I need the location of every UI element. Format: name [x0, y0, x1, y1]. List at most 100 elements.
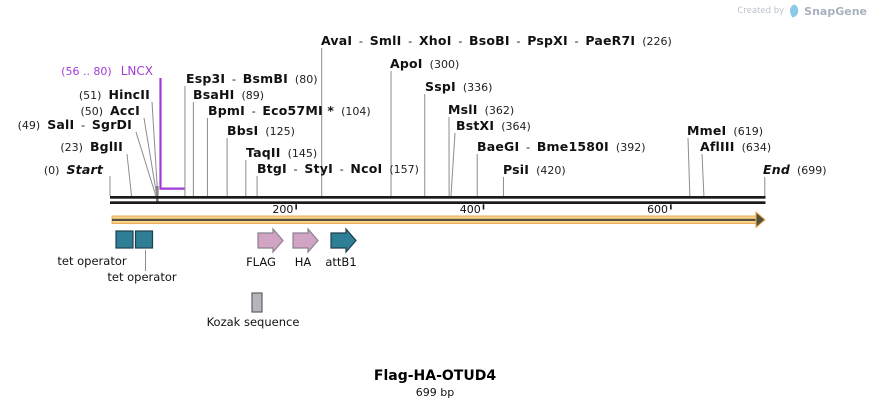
- feature-label-ha[interactable]: HA: [294, 255, 312, 269]
- site-name-separator: -: [454, 34, 467, 48]
- site-label-bglii[interactable]: (23) BglII: [60, 139, 123, 155]
- site-name: SmlI: [369, 33, 402, 48]
- lncx-region-label[interactable]: (56 .. 80)LNCX: [61, 63, 153, 79]
- site-leader-bglii: [126, 153, 133, 197]
- site-label-hincii[interactable]: (51) HincII: [79, 87, 150, 103]
- site-position: (125): [265, 125, 295, 138]
- site-position: (226): [642, 35, 672, 48]
- site-label-esp3i[interactable]: Esp3I - BsmBI(80): [186, 71, 318, 87]
- site-label-bbsi[interactable]: BbsI (125): [227, 123, 295, 139]
- orf-arrow-core: [112, 218, 758, 221]
- site-name-separator: -: [512, 34, 525, 48]
- feature-label-tetoperator[interactable]: tet operator: [107, 270, 177, 284]
- site-label-start[interactable]: (0)Start: [44, 162, 103, 178]
- feature-label-flag[interactable]: FLAG: [246, 255, 276, 269]
- site-position: (634): [741, 141, 772, 154]
- sequence-bar-bottom-line: [110, 201, 766, 204]
- feature-ha-arrow[interactable]: [292, 227, 319, 254]
- site-position: (145): [287, 147, 318, 160]
- site-name: BsmBI: [242, 71, 288, 86]
- site-name-separator: -: [77, 118, 89, 132]
- site-name: PsiI: [503, 162, 530, 177]
- site-position: (420): [536, 164, 566, 177]
- feature-label-kozaksequence[interactable]: Kozak sequence: [206, 315, 300, 329]
- site-position: (392): [615, 141, 646, 154]
- lncx-region-line: [159, 78, 185, 190]
- site-label-end[interactable]: End(699): [763, 162, 827, 178]
- site-name: BbsI: [227, 123, 259, 138]
- site-label-psii[interactable]: PsiI (420): [503, 162, 566, 178]
- site-position: (336): [462, 81, 493, 94]
- site-name: BtgI: [257, 161, 287, 176]
- site-name: BsoBI: [469, 33, 510, 48]
- feature-label-attb1[interactable]: attB1: [325, 255, 357, 269]
- site-name: SgrDI: [91, 117, 132, 132]
- site-name-separator: -: [247, 104, 260, 118]
- site-name: BaeGI: [477, 139, 520, 154]
- map-length-label: 699 bp: [415, 386, 455, 399]
- watermark-created-by-text: Created by: [737, 6, 785, 16]
- lncx-range: (56 .. 80): [61, 65, 112, 78]
- site-name: AvaI: [321, 33, 353, 48]
- site-name-separator: -: [570, 34, 583, 48]
- site-label-bstxi[interactable]: BstXI(364): [456, 118, 531, 134]
- site-position: (362): [484, 104, 515, 117]
- site-label-taqii[interactable]: TaqII (145): [246, 145, 317, 161]
- site-label-avai[interactable]: AvaI - SmlI - XhoI - BsoBI - PspXI - Pae…: [321, 33, 672, 49]
- site-label-baegi[interactable]: BaeGI - Bme1580I(392): [477, 139, 646, 155]
- site-label-apoi[interactable]: ApoI(300): [390, 56, 459, 72]
- site-position: (0): [43, 164, 60, 177]
- site-position: (80): [294, 73, 318, 86]
- site-label-sspi[interactable]: SspI(336): [425, 79, 492, 95]
- site-leader-sali: [135, 131, 157, 197]
- site-name-separator: -: [355, 34, 367, 48]
- site-name: BglII: [89, 139, 123, 154]
- site-leader-acci: [143, 117, 158, 197]
- orf-arrow-head: [755, 210, 766, 229]
- site-name-separator: -: [335, 162, 348, 176]
- site-name: SalI: [47, 117, 75, 132]
- tick-mark-400: [482, 204, 485, 210]
- site-position: (49): [17, 119, 41, 132]
- site-name: BsaHI: [193, 87, 235, 102]
- site-leader-bstxi: [450, 132, 456, 197]
- site-position: (157): [389, 163, 419, 176]
- site-position: (50): [80, 105, 104, 118]
- site-label-bsahi[interactable]: BsaHI(89): [193, 87, 264, 103]
- site-name: TaqII: [246, 145, 281, 160]
- site-leader-afliii: [701, 153, 705, 197]
- site-label-acci[interactable]: (50)AccI: [80, 103, 140, 119]
- site-name: XhoI: [418, 33, 452, 48]
- site-label-msli[interactable]: MslI(362): [448, 102, 514, 118]
- site-name-separator: -: [404, 34, 416, 48]
- site-name: Bme1580I: [536, 139, 609, 154]
- tick-label-600: 600: [647, 203, 669, 216]
- site-name-separator: -: [289, 162, 302, 176]
- site-name: StyI: [304, 161, 333, 176]
- tick-mark-600: [670, 204, 672, 210]
- site-label-afliii[interactable]: AflIII(634): [700, 139, 771, 155]
- site-position: (104): [341, 105, 371, 118]
- site-position: (23): [60, 141, 83, 154]
- site-name: BstXI: [456, 118, 495, 133]
- site-label-btgi[interactable]: BtgI - StyI - NcoI(157): [257, 161, 419, 177]
- site-label-mmei[interactable]: MmeI(619): [687, 123, 763, 139]
- feature-flag-arrow[interactable]: [257, 227, 284, 254]
- feature-tetoperator[interactable]: [134, 230, 154, 249]
- feature-tetoperator[interactable]: [115, 230, 134, 249]
- feature-label-tetoperator[interactable]: tet operator: [57, 254, 127, 268]
- tick-label-400: 400: [459, 203, 481, 216]
- feature-attb1-arrow[interactable]: [330, 227, 357, 254]
- feature-kozaksequence[interactable]: [251, 292, 263, 313]
- site-name: HincII: [108, 87, 150, 102]
- snapgene-logo-icon: [790, 4, 799, 18]
- site-label-bpmi[interactable]: BpmI - Eco57MI *(104): [208, 103, 371, 119]
- site-position: (300): [429, 58, 460, 71]
- site-position: (51): [78, 89, 102, 102]
- watermark: Created by SnapGene: [737, 4, 867, 18]
- site-leader-mmei: [687, 137, 691, 197]
- site-label-sali[interactable]: (49) SalI - SgrDI: [18, 117, 132, 133]
- site-name: PspXI: [527, 33, 568, 48]
